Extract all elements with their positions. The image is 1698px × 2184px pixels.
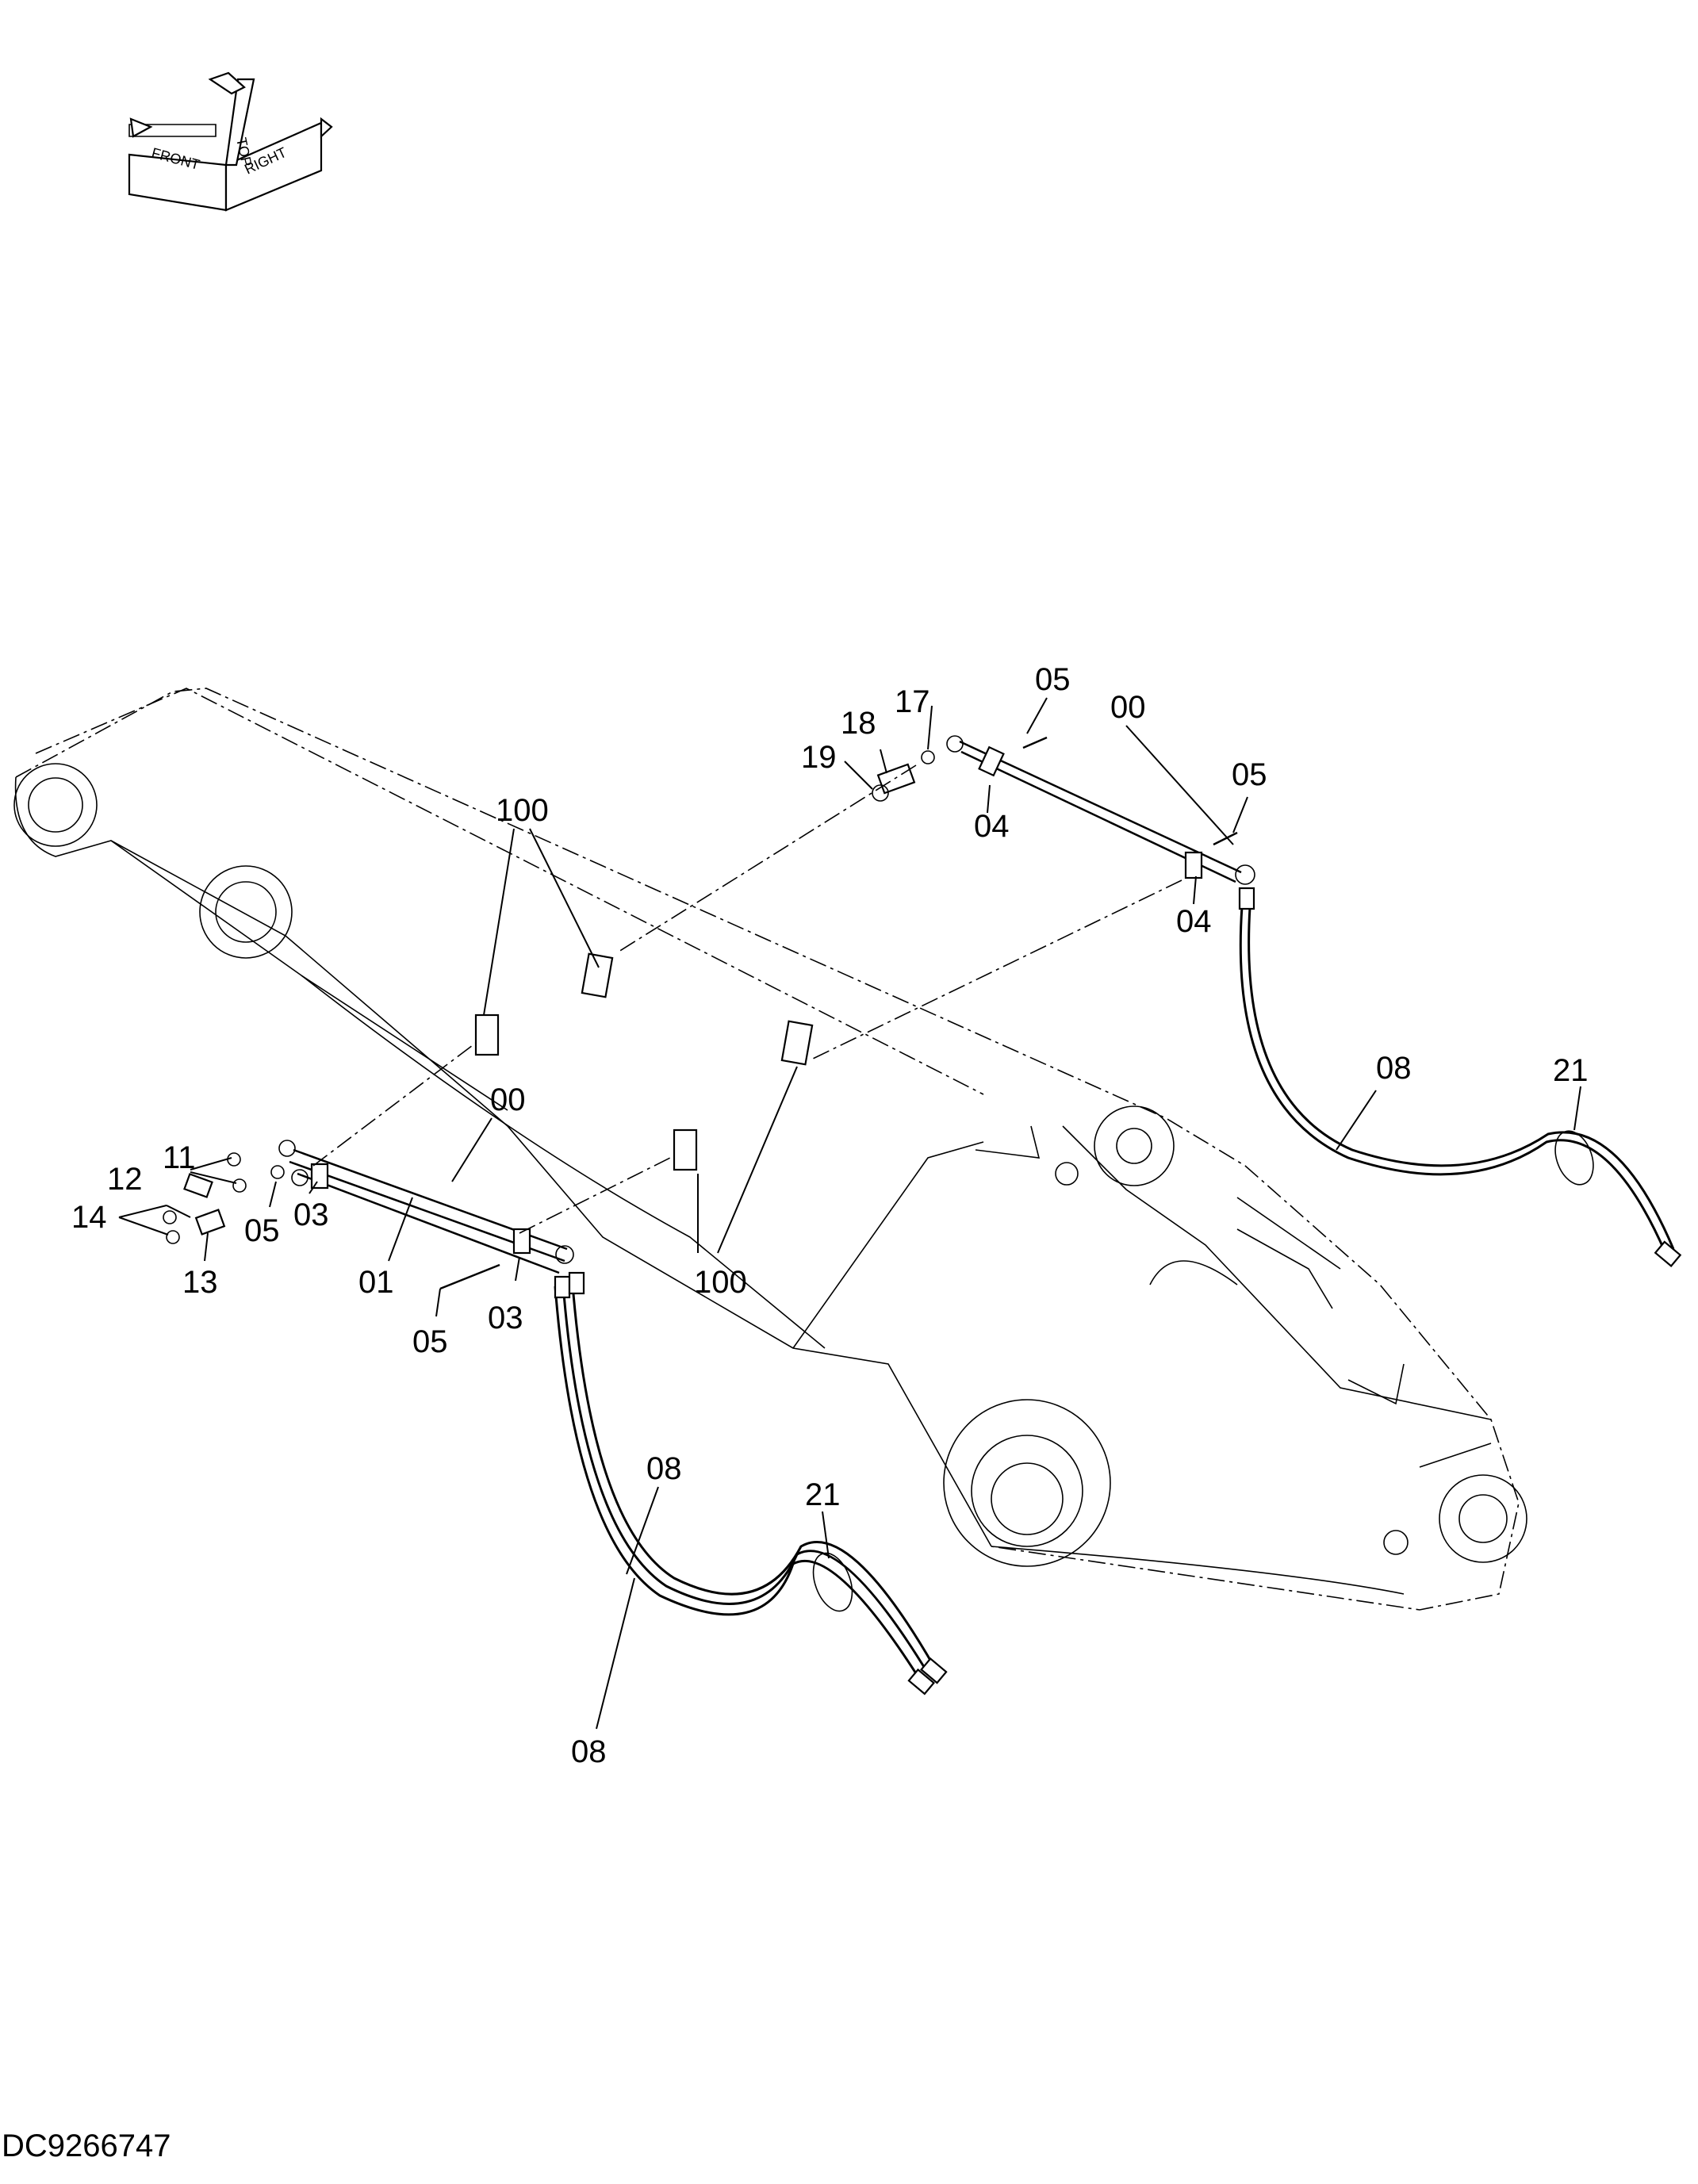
callout-05: 05 [1232,757,1267,792]
drawing-number: DC9266747 [2,2128,171,2163]
callout-00: 00 [1110,690,1146,725]
callout-17: 17 [895,684,930,719]
callout-08: 08 [571,1734,607,1769]
callout-03: 03 [488,1301,523,1335]
callout-04: 04 [974,809,1010,844]
callout-04: 04 [1176,904,1212,939]
callout-19: 19 [801,740,837,775]
callout-labels: 00 05 17 18 19 04 05 04 100 08 21 00 11 … [71,662,1589,1769]
callout-13: 13 [182,1265,218,1300]
callout-05: 05 [1035,662,1071,697]
callout-01: 01 [358,1265,394,1300]
callout-08: 08 [646,1451,682,1486]
callout-05: 05 [412,1324,448,1359]
callout-03: 03 [293,1197,329,1232]
callout-11: 11 [163,1140,196,1175]
callout-100: 100 [694,1265,747,1300]
callout-21: 21 [1553,1053,1589,1088]
callout-100: 100 [496,793,549,828]
callout-05: 05 [244,1213,280,1248]
boom-structure [13,688,1527,1611]
callout-00: 00 [490,1082,526,1117]
upper-hose [1238,887,1682,1267]
callout-18: 18 [841,706,876,741]
callout-08: 08 [1376,1051,1412,1086]
callout-12: 12 [107,1162,143,1197]
lower-hoses [554,1271,948,1695]
lower-pipe-assembly [163,952,814,1290]
leader-lines [118,697,1581,1730]
callout-21: 21 [805,1477,841,1512]
callout-14: 14 [71,1200,107,1235]
orientation-indicator-icon: FRONT TOP RIGHT [128,71,333,212]
upper-pipe-assembly [618,735,1255,1059]
